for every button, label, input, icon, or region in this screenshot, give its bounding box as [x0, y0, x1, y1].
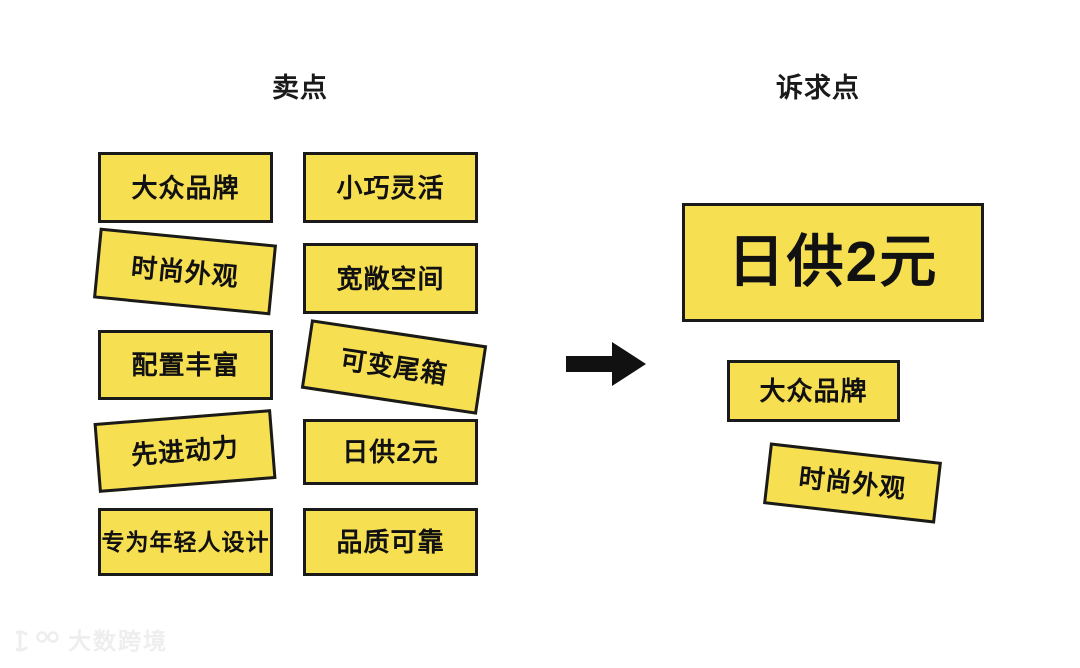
- selling-point-tag-10[interactable]: 品质可靠: [303, 508, 478, 576]
- selling-point-tag-9[interactable]: 日供2元: [303, 419, 478, 485]
- watermark: 大数跨境: [16, 628, 168, 654]
- appeal-point-tag-3[interactable]: 时尚外观: [763, 442, 942, 524]
- selling-point-tag-6[interactable]: 小巧灵活: [303, 152, 478, 223]
- appeal-point-tag-2[interactable]: 大众品牌: [727, 360, 900, 422]
- selling-point-tag-label: 日供2元: [342, 437, 439, 467]
- logo-mark-icon: [16, 630, 59, 652]
- appeal-point-tag-1[interactable]: 日供2元: [682, 203, 984, 322]
- selling-point-tag-label: 专为年轻人设计: [101, 528, 270, 555]
- selling-point-tag-2[interactable]: 时尚外观: [93, 227, 277, 316]
- selling-point-tag-label: 宽敞空间: [336, 263, 445, 294]
- appeal-point-tag-label: 大众品牌: [759, 376, 868, 406]
- selling-point-tag-3[interactable]: 配置丰富: [98, 330, 273, 400]
- selling-point-tag-label: 大众品牌: [131, 172, 240, 203]
- selling-point-tag-label: 配置丰富: [131, 350, 240, 380]
- selling-point-tag-label: 时尚外观: [129, 251, 241, 292]
- selling-point-tag-8[interactable]: 可变尾箱: [300, 319, 488, 415]
- selling-point-tag-5[interactable]: 专为年轻人设计: [98, 508, 273, 576]
- selling-point-tag-label: 先进动力: [129, 431, 241, 471]
- appeal-point-tag-label: 时尚外观: [797, 461, 908, 505]
- appeal-point-tag-label: 日供2元: [727, 230, 939, 294]
- selling-point-tag-label: 可变尾箱: [338, 344, 450, 390]
- selling-point-tag-label: 品质可靠: [336, 527, 445, 557]
- selling-point-tag-4[interactable]: 先进动力: [93, 409, 277, 493]
- selling-point-tag-label: 小巧灵活: [336, 172, 445, 203]
- column-title-selling-points: 卖点: [272, 73, 328, 103]
- selling-point-tag-7[interactable]: 宽敞空间: [303, 243, 478, 314]
- column-title-appeal-points: 诉求点: [776, 73, 860, 103]
- right-arrow-icon: [566, 342, 646, 386]
- selling-point-tag-1[interactable]: 大众品牌: [98, 152, 273, 223]
- watermark-label: 大数跨境: [68, 627, 168, 654]
